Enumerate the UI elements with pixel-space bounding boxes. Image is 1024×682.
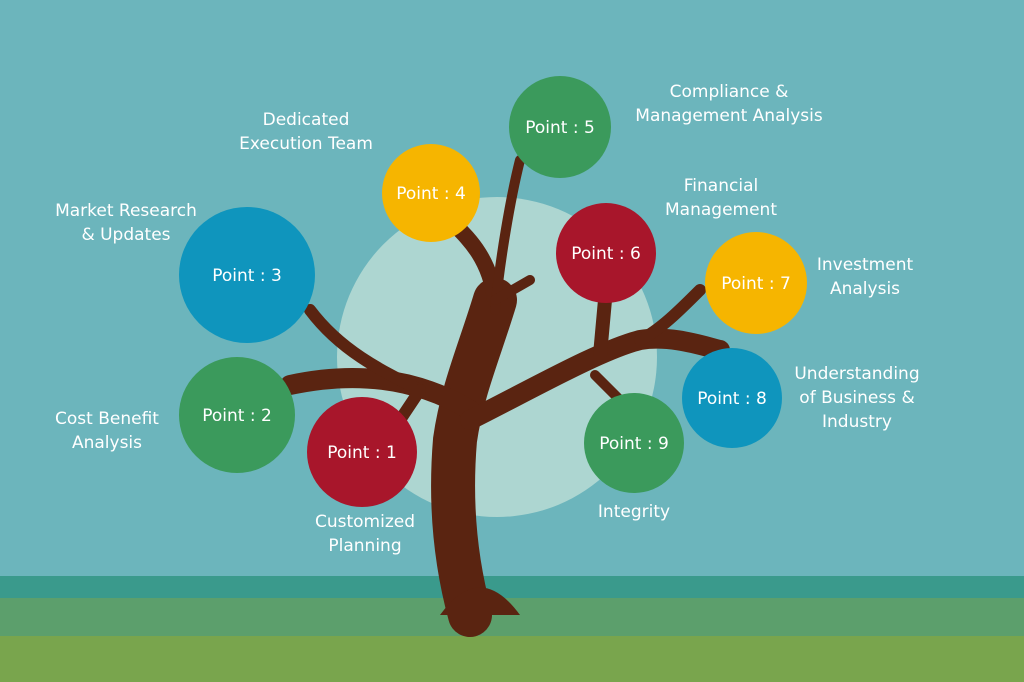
branch-8 [460,328,730,430]
point-9-node: Point : 9 [584,393,684,493]
point-5-node: Point : 5 [509,76,611,178]
point-6-label: Point : 6 [571,244,641,264]
branch-1 [394,384,426,426]
branch-6 [593,293,612,362]
point-5-caption: Compliance & Management Analysis [635,82,823,126]
point-3-circle [179,207,315,343]
branch-5 [490,155,525,315]
point-4-circle [382,144,480,242]
point-8-node: Point : 8 [682,348,782,448]
point-9-circle [584,393,684,493]
branch-7 [634,284,706,346]
point-3-node: Point : 3 [179,207,315,343]
point-7-label: Point : 7 [721,274,791,294]
point-4-node: Point : 4 [382,144,480,242]
point-7-caption: Investment Analysis [816,255,914,299]
point-6-circle [556,203,656,303]
point-1-circle [307,397,417,507]
point-8-caption: Understanding of Business & Industry [794,364,920,432]
point-6-node: Point : 6 [556,203,656,303]
point-7-node: Point : 7 [705,232,807,334]
point-2-caption: Cost Benefit Analysis [55,409,159,453]
point-3-caption: Market Research & Updates [55,201,197,245]
point-8-circle [682,348,782,448]
tree-trunk [431,278,517,637]
point-4-label: Point : 4 [396,184,466,204]
branch-2 [280,368,480,420]
ground-band-teal [0,576,1024,600]
point-5-label: Point : 5 [525,118,595,138]
point-1-label: Point : 1 [327,443,397,463]
point-4-caption: Dedicated Execution Team [239,110,373,154]
point-2-circle [179,357,295,473]
point-1-node: Point : 1 [307,397,417,507]
point-9-label: Point : 9 [599,434,669,454]
point-3-label: Point : 3 [212,266,282,286]
point-1-caption: Customized Planning [314,512,416,556]
ground-band-grass [0,636,1024,682]
ground-band-green [0,598,1024,638]
point-7-circle [705,232,807,334]
point-9-caption: Integrity [597,502,671,522]
point-8-label: Point : 8 [697,389,767,409]
branch-3 [304,304,426,396]
point-6-caption: Financial Management [665,176,777,220]
point-2-node: Point : 2 [179,357,295,473]
point-2-label: Point : 2 [202,406,272,426]
point-5-circle [509,76,611,178]
